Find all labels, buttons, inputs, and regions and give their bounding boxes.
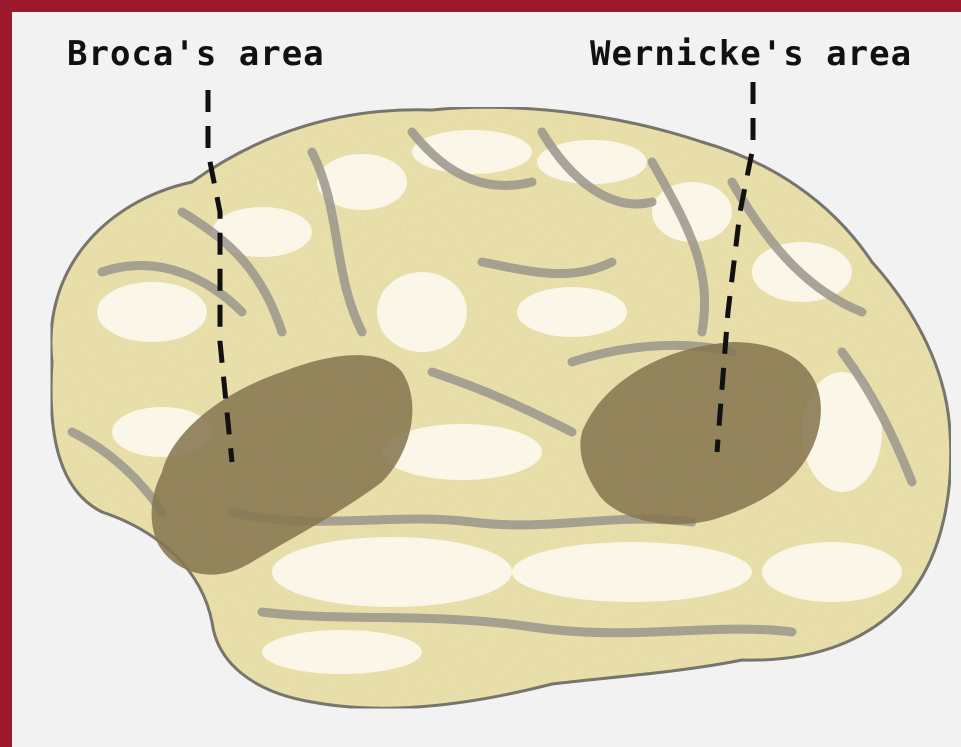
brain-illustration bbox=[12, 12, 961, 747]
wernicke-area-label: Wernicke's area bbox=[590, 34, 912, 74]
diagram-canvas: Broca's area Wernicke's area bbox=[12, 12, 961, 747]
broca-area-label: Broca's area bbox=[67, 34, 325, 74]
